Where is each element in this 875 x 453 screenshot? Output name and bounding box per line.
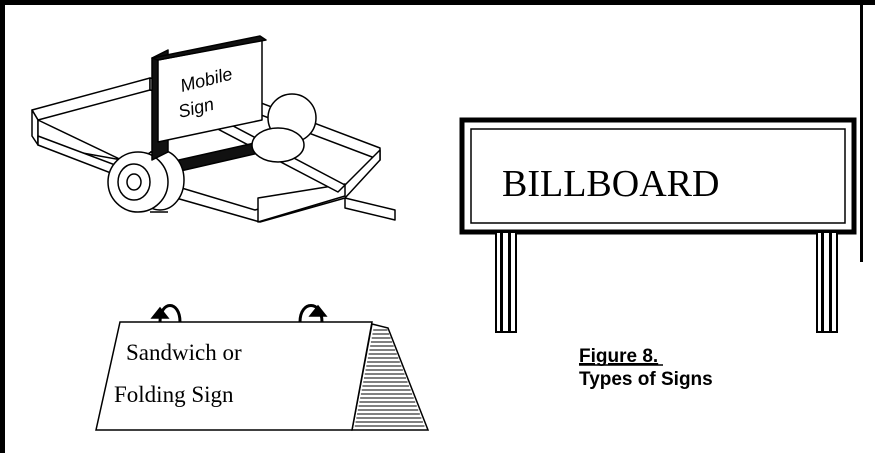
billboard <box>462 120 854 332</box>
figure-title: Types of Signs <box>579 369 713 390</box>
sandwich-sign-line2: Folding Sign <box>114 382 234 407</box>
mobile-sign-trailer <box>32 36 395 222</box>
sandwich-sign-line1: Sandwich or <box>126 340 242 365</box>
wheel <box>108 150 184 212</box>
sandwich-sign-front <box>96 322 372 430</box>
billboard-post-right <box>817 232 837 332</box>
sandwich-sign <box>96 306 428 431</box>
billboard-post-left <box>496 232 516 332</box>
figure-number: Figure 8. <box>579 346 658 367</box>
billboard-label: BILLBOARD <box>502 163 719 205</box>
